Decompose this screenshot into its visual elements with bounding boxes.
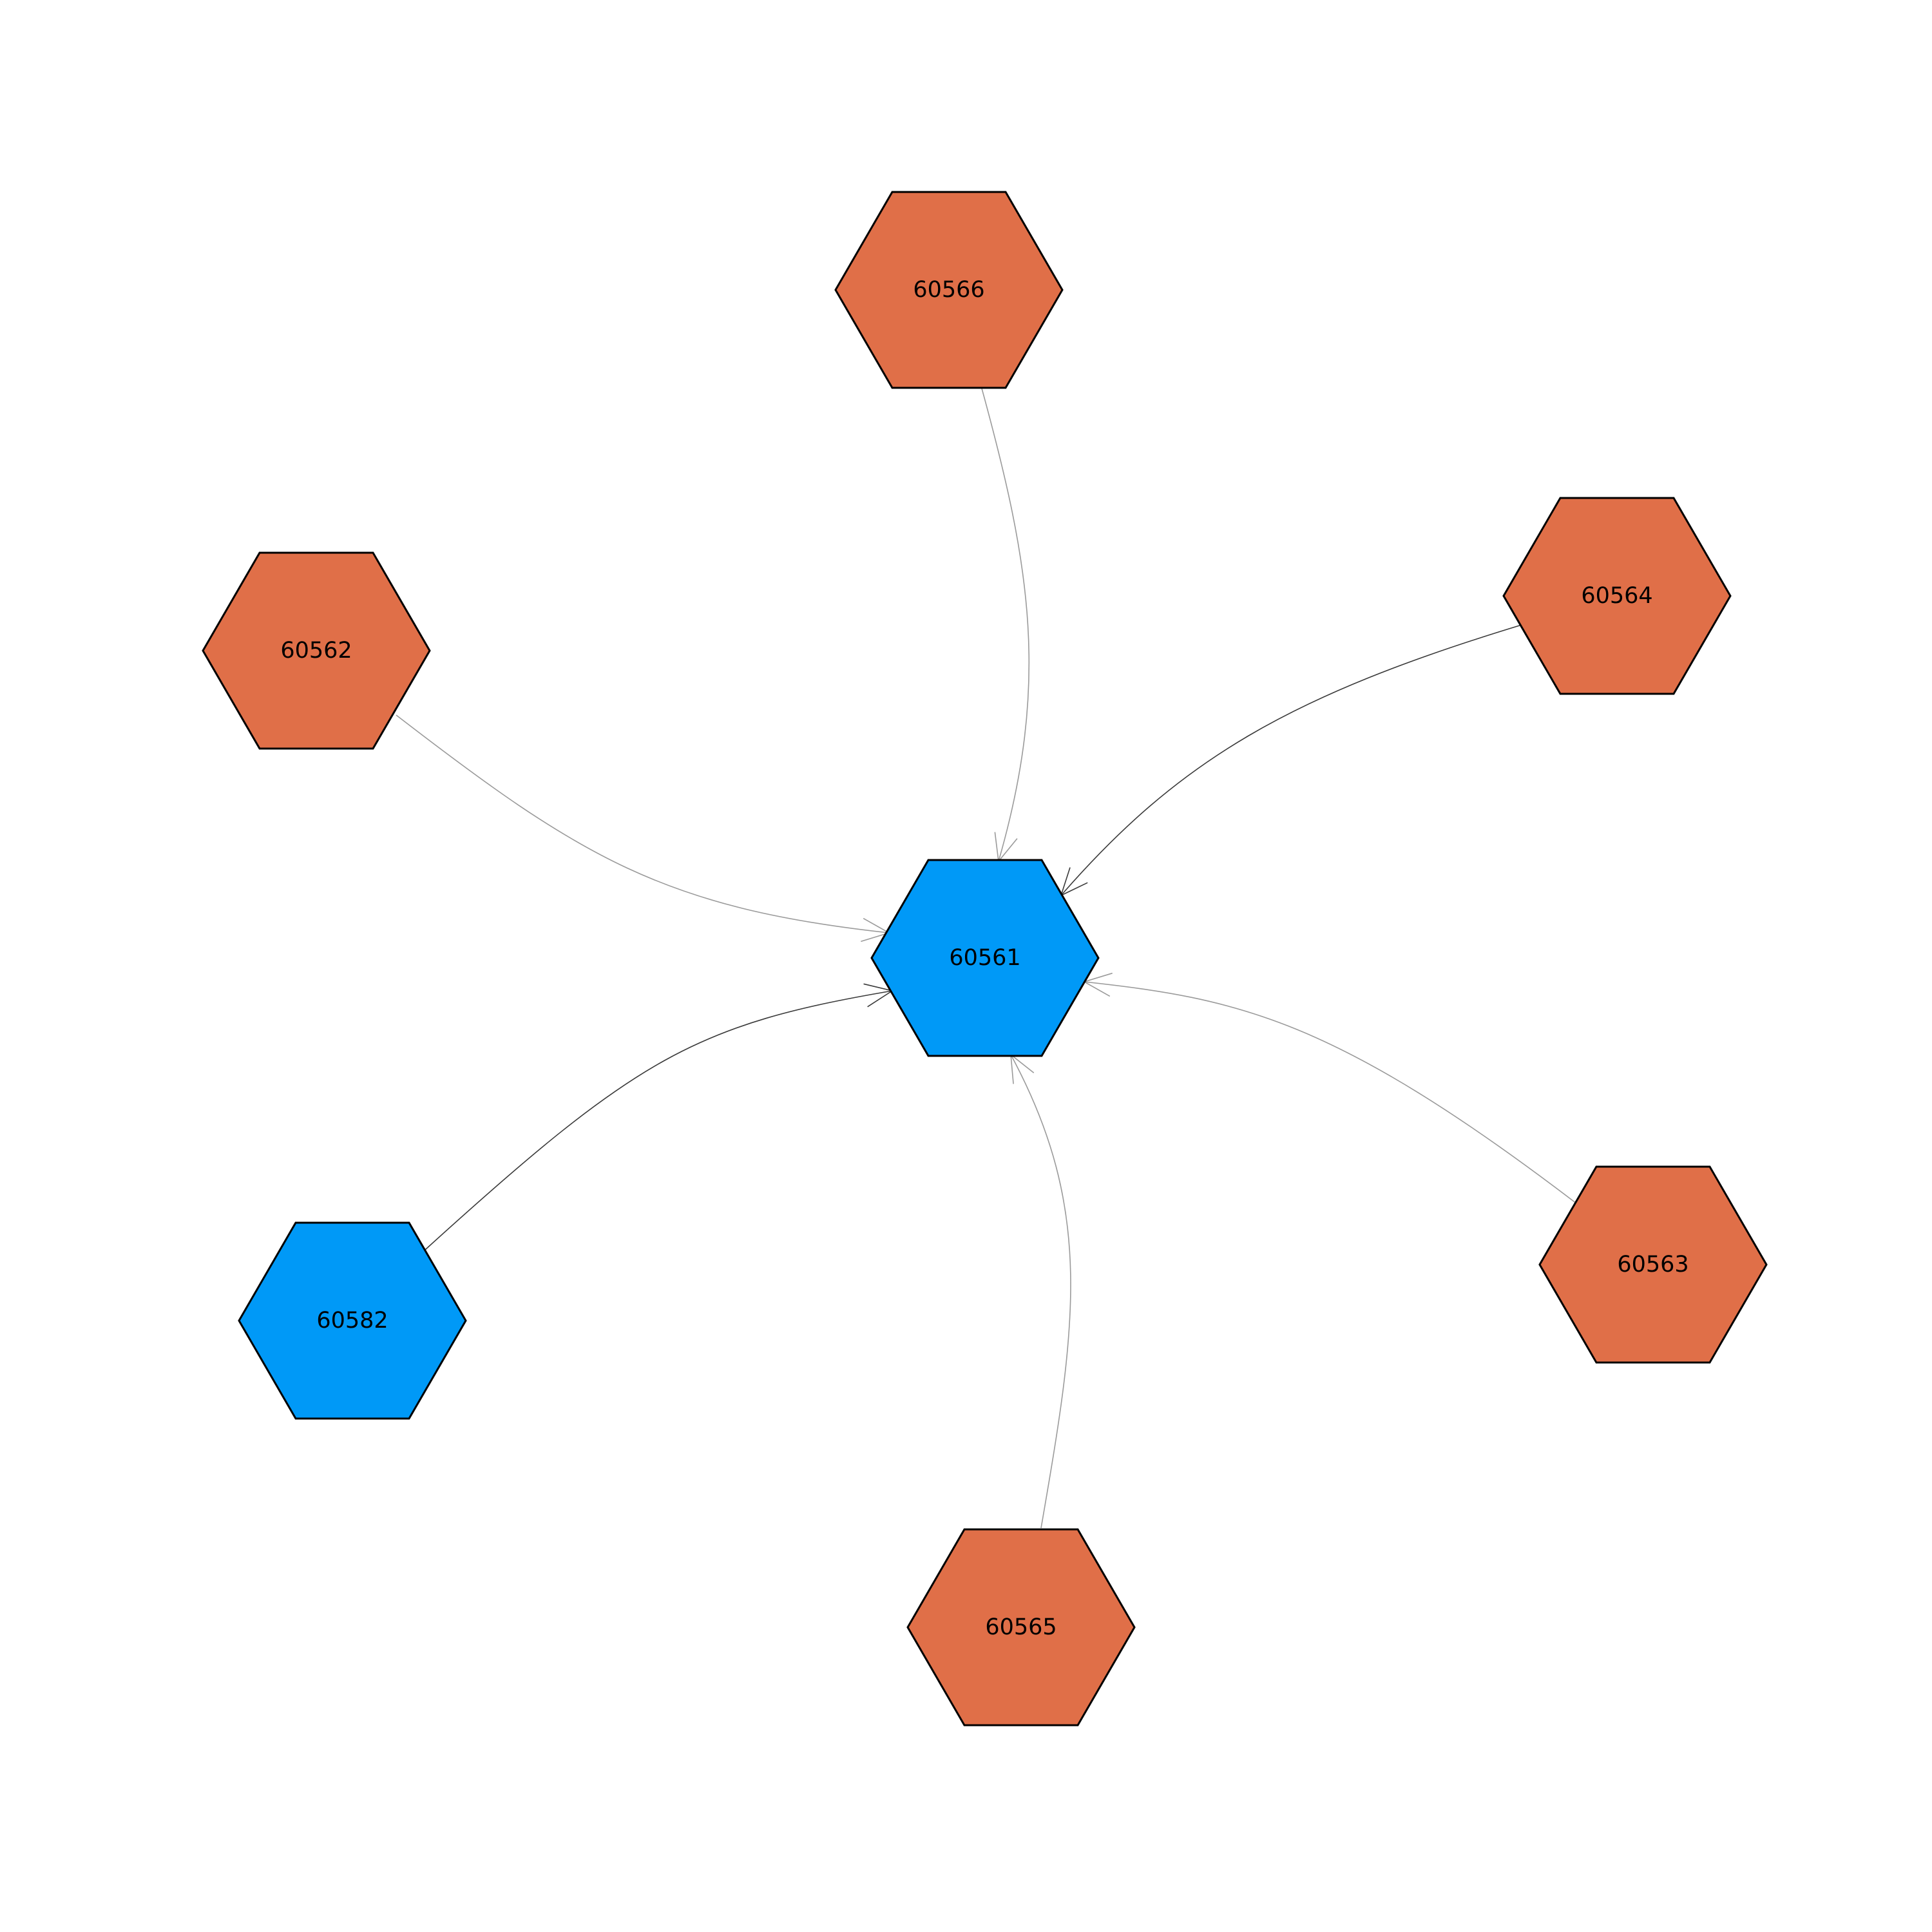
- node-60561-label: 60561: [949, 945, 1020, 971]
- node-60562-label: 60562: [280, 638, 352, 664]
- edges-layer: [396, 388, 1577, 1529]
- node-60582-hexagon: [238, 1221, 467, 1420]
- node-60565-hexagon: [906, 1528, 1136, 1726]
- node-60564[interactable]: 60564: [1502, 497, 1732, 695]
- node-60562[interactable]: 60562: [202, 551, 431, 750]
- node-60566-label: 60566: [913, 277, 984, 303]
- node-60566[interactable]: 60566: [834, 191, 1064, 389]
- arrowhead-60566-to-60561: [994, 832, 1018, 863]
- node-60564-hexagon: [1502, 497, 1732, 695]
- nodes-layer: 60561 60566 60564 60562 60582 60563 60565: [202, 191, 1768, 1726]
- node-60564-label: 60564: [1581, 583, 1652, 609]
- arrowhead-60565-to-60561: [1010, 1053, 1035, 1084]
- node-60563-label: 60563: [1617, 1252, 1688, 1277]
- edge-60582-to-60561: [425, 990, 893, 1250]
- edge-60563-to-60561: [1084, 981, 1577, 1204]
- node-60582-label: 60582: [316, 1308, 388, 1334]
- edge-60562-to-60561: [396, 714, 890, 933]
- node-60563[interactable]: 60563: [1538, 1165, 1768, 1364]
- edge-60565-to-60561: [1010, 1054, 1071, 1529]
- node-60566-hexagon: [834, 191, 1064, 389]
- node-60561[interactable]: 60561: [870, 859, 1100, 1057]
- node-60565[interactable]: 60565: [906, 1528, 1136, 1726]
- edge-60566-to-60561: [981, 388, 1030, 862]
- node-60563-hexagon: [1538, 1165, 1768, 1364]
- node-60562-hexagon: [202, 551, 431, 750]
- edge-60564-to-60561: [1060, 624, 1522, 896]
- node-60561-hexagon: [870, 859, 1100, 1057]
- node-60582[interactable]: 60582: [238, 1221, 467, 1420]
- node-60565-label: 60565: [985, 1614, 1057, 1640]
